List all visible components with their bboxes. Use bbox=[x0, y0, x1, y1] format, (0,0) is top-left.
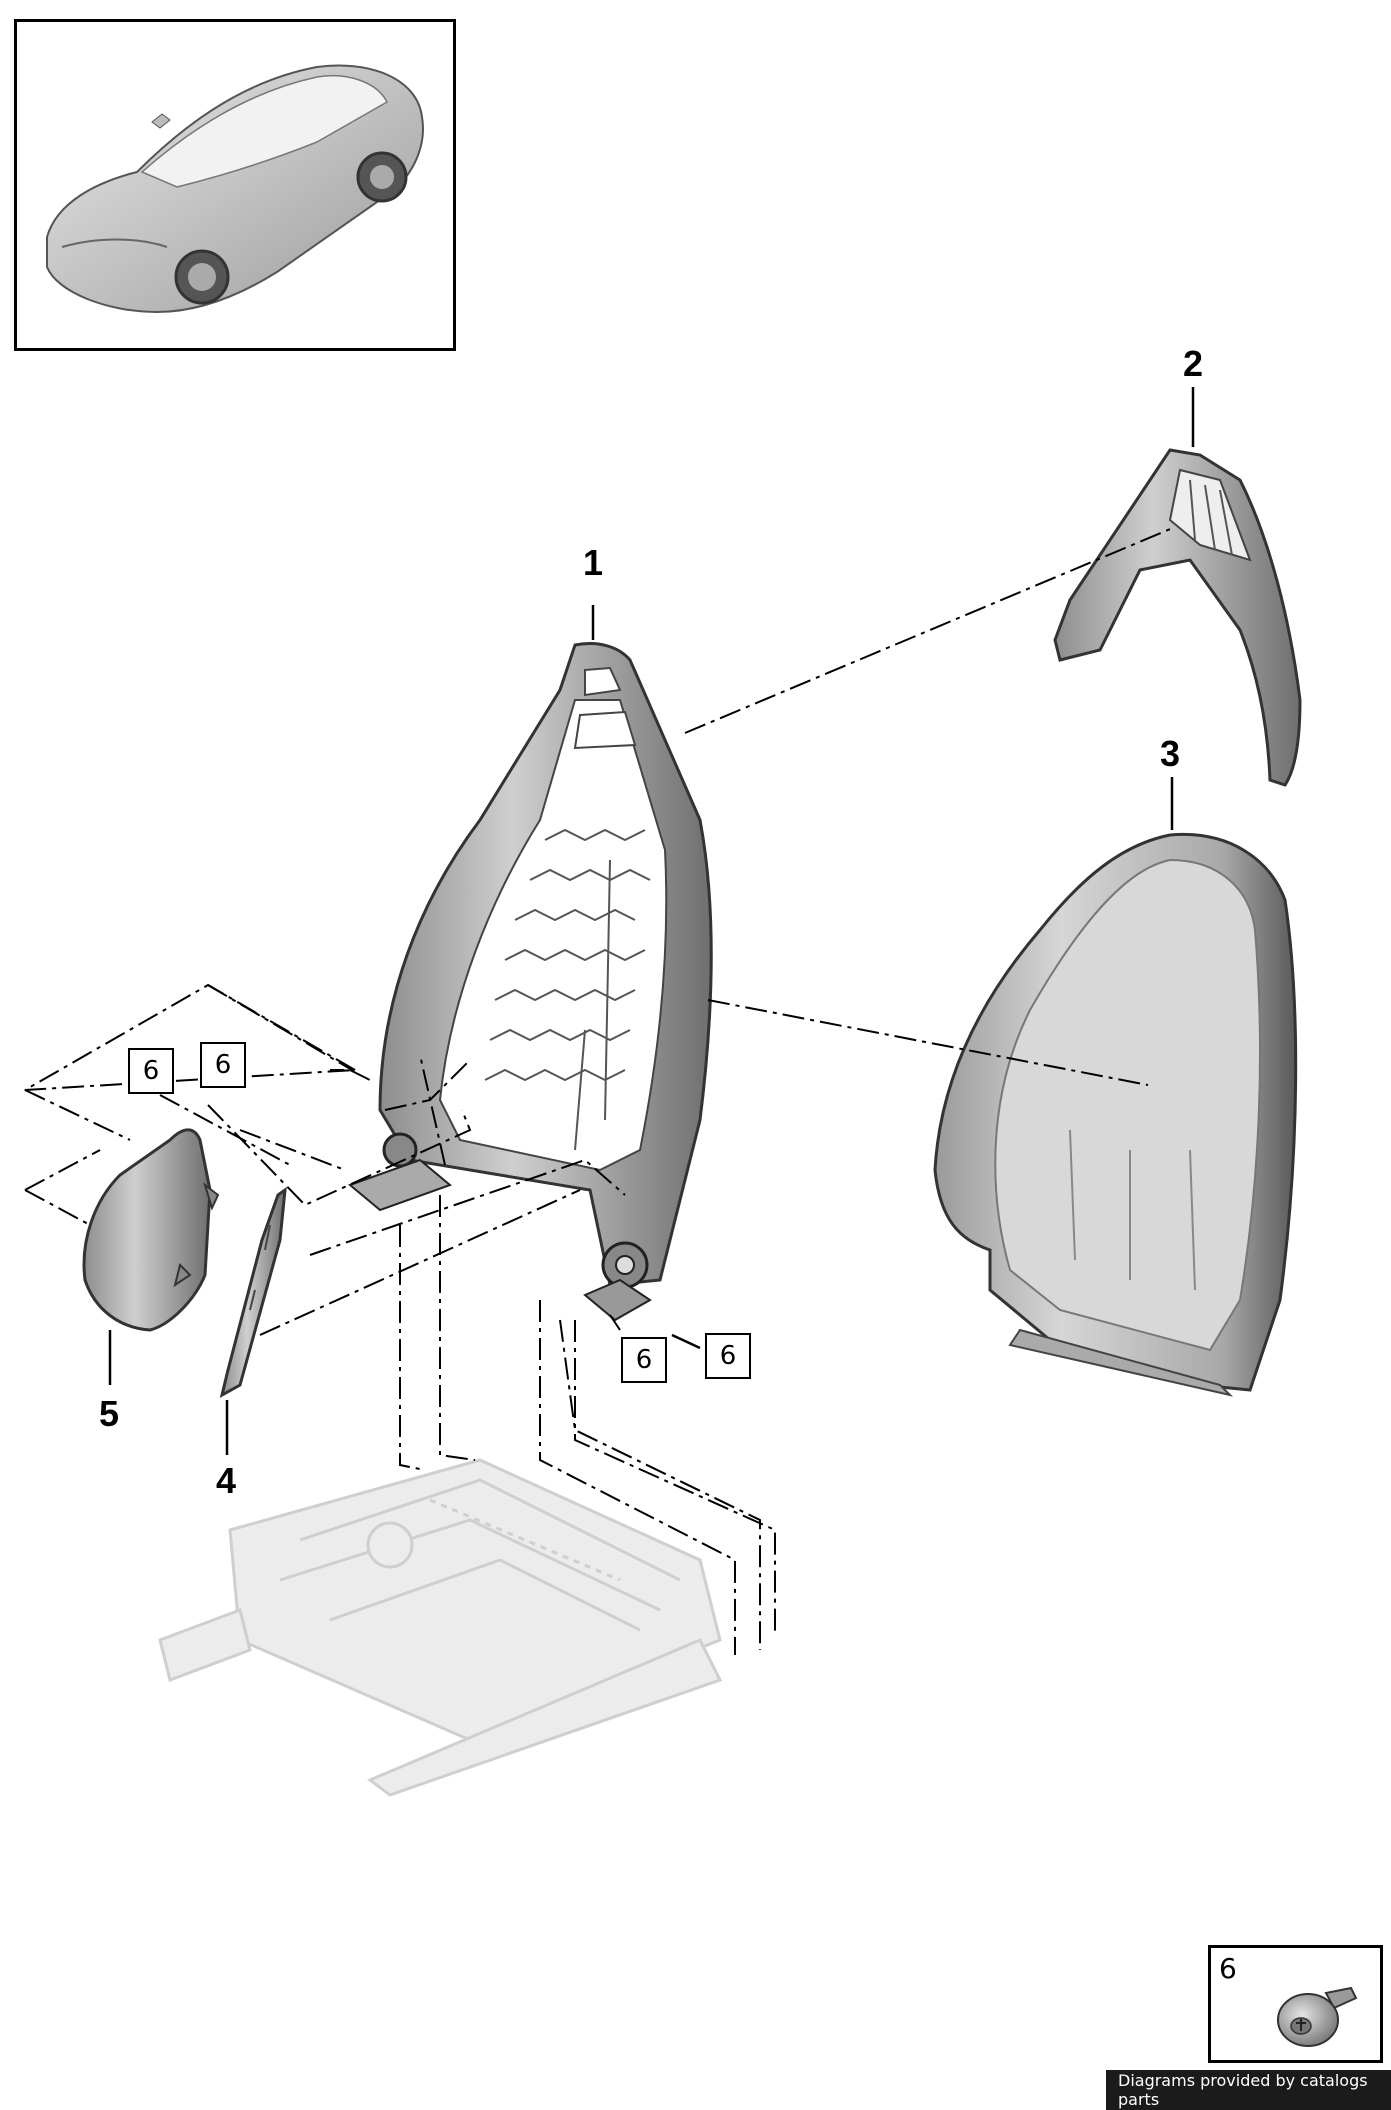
legend-number: 6 bbox=[1219, 1952, 1237, 1985]
callout-4: 4 bbox=[215, 1460, 237, 1501]
callout-5: 5 bbox=[98, 1393, 120, 1434]
screw-icon bbox=[1277, 1986, 1358, 2047]
callout-3: 3 bbox=[1159, 733, 1181, 774]
upper-trim-panel bbox=[1053, 448, 1302, 787]
backrest-frame bbox=[348, 642, 713, 1322]
box-ref-6-left-second: 6 bbox=[200, 1042, 246, 1088]
box-ref-6-bottom-right: 6 bbox=[705, 1333, 751, 1379]
side-cover bbox=[82, 1128, 220, 1332]
seat-back-shell bbox=[933, 832, 1298, 1397]
callout-ticks bbox=[108, 387, 1195, 1455]
credit-banner: Diagrams provided by catalogs parts bbox=[1106, 2070, 1391, 2110]
leader-lines bbox=[24, 526, 1176, 1655]
vehicle-thumbnail bbox=[14, 19, 456, 351]
car-icon bbox=[46, 64, 424, 314]
callout-1: 1 bbox=[582, 542, 604, 583]
seat-base-ghost bbox=[158, 1458, 723, 1797]
callout-2: 2 bbox=[1182, 343, 1204, 384]
box-ref-6-left: 6 bbox=[128, 1048, 174, 1094]
legend-part-6: 6 bbox=[1208, 1945, 1383, 2063]
box-ref-6-bottom: 6 bbox=[621, 1337, 667, 1383]
side-trim-strip bbox=[219, 1186, 287, 1398]
